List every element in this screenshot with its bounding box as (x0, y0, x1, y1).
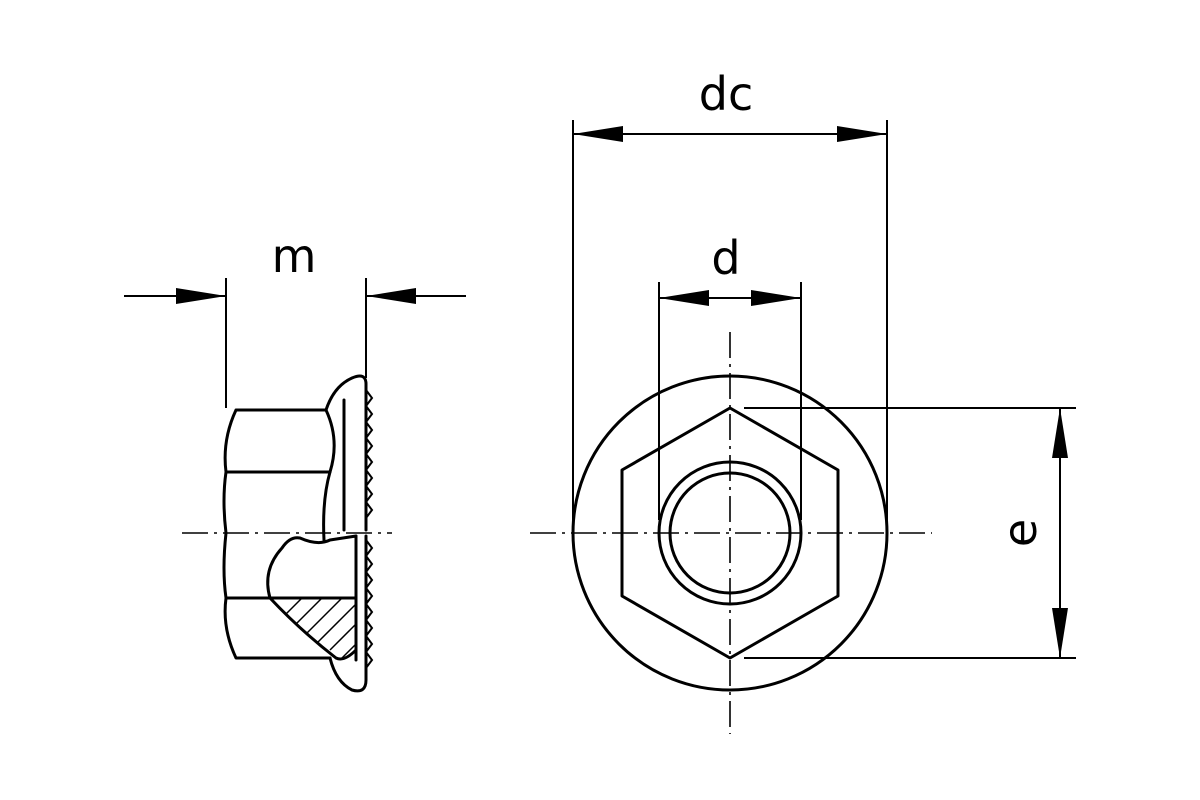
e-arrow-bottom (1052, 608, 1068, 658)
side-section-hatching (285, 597, 357, 659)
side-hex-body (222, 408, 332, 660)
hex-outline (620, 406, 840, 660)
d-arrow-right (751, 290, 801, 306)
side-section-cut (268, 596, 358, 661)
side-flange-upper (324, 374, 368, 532)
m-arrow-left (176, 288, 226, 304)
dc-label: dc (699, 67, 754, 121)
dc-arrow-left (573, 126, 623, 142)
side-view: m (124, 229, 466, 693)
side-section-break (266, 534, 358, 600)
e-arrow-top (1052, 408, 1068, 458)
side-flange-lower (328, 534, 368, 693)
m-arrow-right (366, 288, 416, 304)
m-label: m (272, 229, 317, 283)
e-label: e (993, 519, 1047, 547)
d-arrow-left (659, 290, 709, 306)
dc-arrow-right (837, 126, 887, 142)
front-view: dc d e (530, 67, 1076, 734)
side-serrations (364, 389, 374, 669)
side-flange-inner-upper (322, 408, 336, 542)
d-label: d (711, 231, 740, 285)
